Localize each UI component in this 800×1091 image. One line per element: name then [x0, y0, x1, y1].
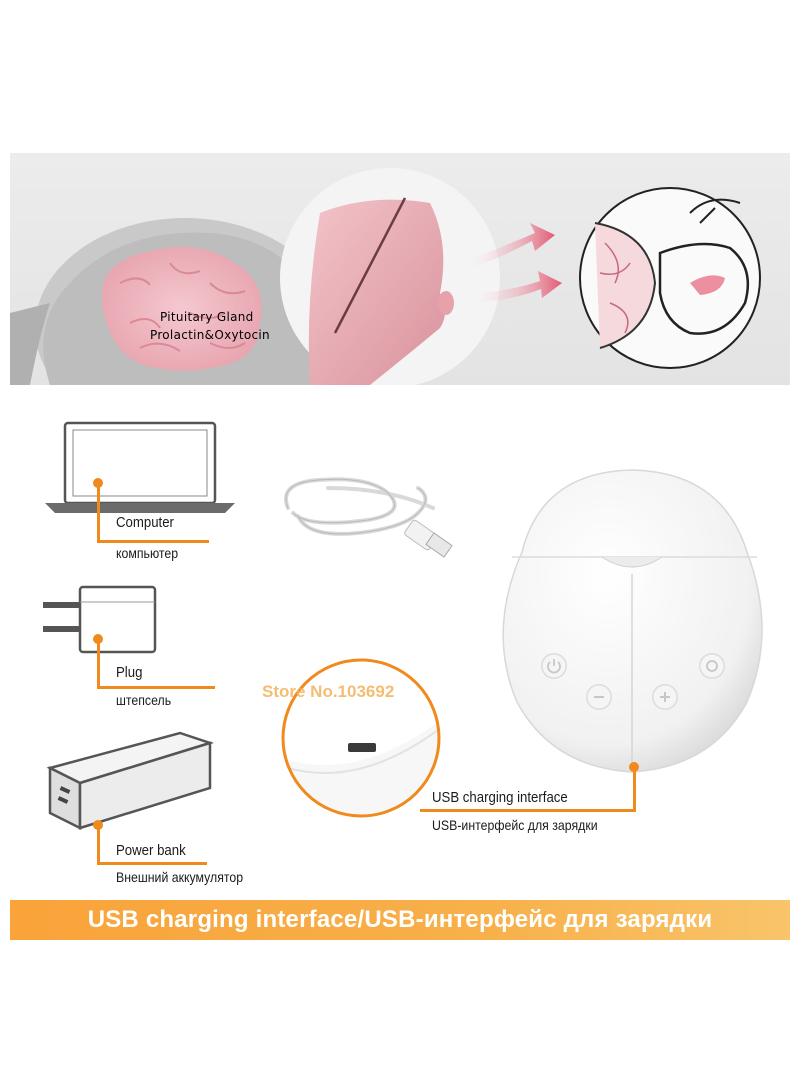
power-icon: [547, 659, 561, 674]
infant-feeding-icon: [579, 187, 761, 369]
plug-label-en: Plug: [116, 664, 143, 681]
usb-port-connector-line: [633, 770, 636, 812]
computer-underline: [97, 540, 209, 543]
computer-label-ru: компьютер: [116, 545, 179, 561]
bottom-banner: USB charging interface/USB-интерфейс для…: [10, 900, 790, 940]
power-bank-icon: [46, 731, 215, 831]
flow-arrows-icon: [460, 223, 562, 302]
mode-icon: [706, 660, 718, 672]
usb-underline: [420, 809, 636, 812]
lactation-illustration: Pituitary Gland Prolactin&Oxytocin: [10, 168, 761, 385]
power-bank-underline: [97, 862, 207, 865]
usb-label-ru: USB-интерфейс для зарядки: [432, 817, 598, 833]
power-button[interactable]: [541, 653, 567, 679]
plug-underline: [97, 686, 215, 689]
hormones-label: Prolactin&Oxytocin: [150, 328, 270, 342]
mode-button[interactable]: [699, 653, 725, 679]
lactation-illustration-banner: Pituitary Gland Prolactin&Oxytocin: [10, 153, 790, 385]
power-bank-label-ru: Внешний аккумулятор: [116, 869, 244, 885]
power-bank-connector-line: [97, 824, 100, 864]
laptop-icon: [45, 421, 235, 513]
banner-text: USB charging interface/USB-интерфейс для…: [87, 906, 713, 933]
micro-usb-port-icon: [348, 743, 376, 752]
plus-button[interactable]: [652, 684, 678, 710]
computer-connector-line: [97, 482, 100, 542]
wall-plug-icon: [43, 585, 157, 654]
gland-label: Pituitary Gland: [160, 310, 254, 324]
usb-cable-icon: [284, 477, 453, 558]
store-watermark: Store No.103692: [262, 682, 395, 701]
usb-label-en: USB charging interface: [432, 789, 568, 806]
usb-port-zoom-icon: [281, 658, 441, 818]
plug-connector-line: [97, 638, 100, 688]
plus-icon: [660, 692, 670, 702]
usb-port-dot: [629, 762, 639, 772]
minus-button[interactable]: [586, 684, 612, 710]
brain-icon: [101, 247, 262, 371]
breast-icon: [280, 168, 500, 385]
power-bank-label-en: Power bank: [116, 842, 186, 859]
computer-label-en: Computer: [116, 514, 174, 531]
plug-label-ru: штепсель: [116, 692, 172, 708]
minus-icon: [594, 696, 604, 698]
breast-pump-device: [502, 469, 763, 773]
